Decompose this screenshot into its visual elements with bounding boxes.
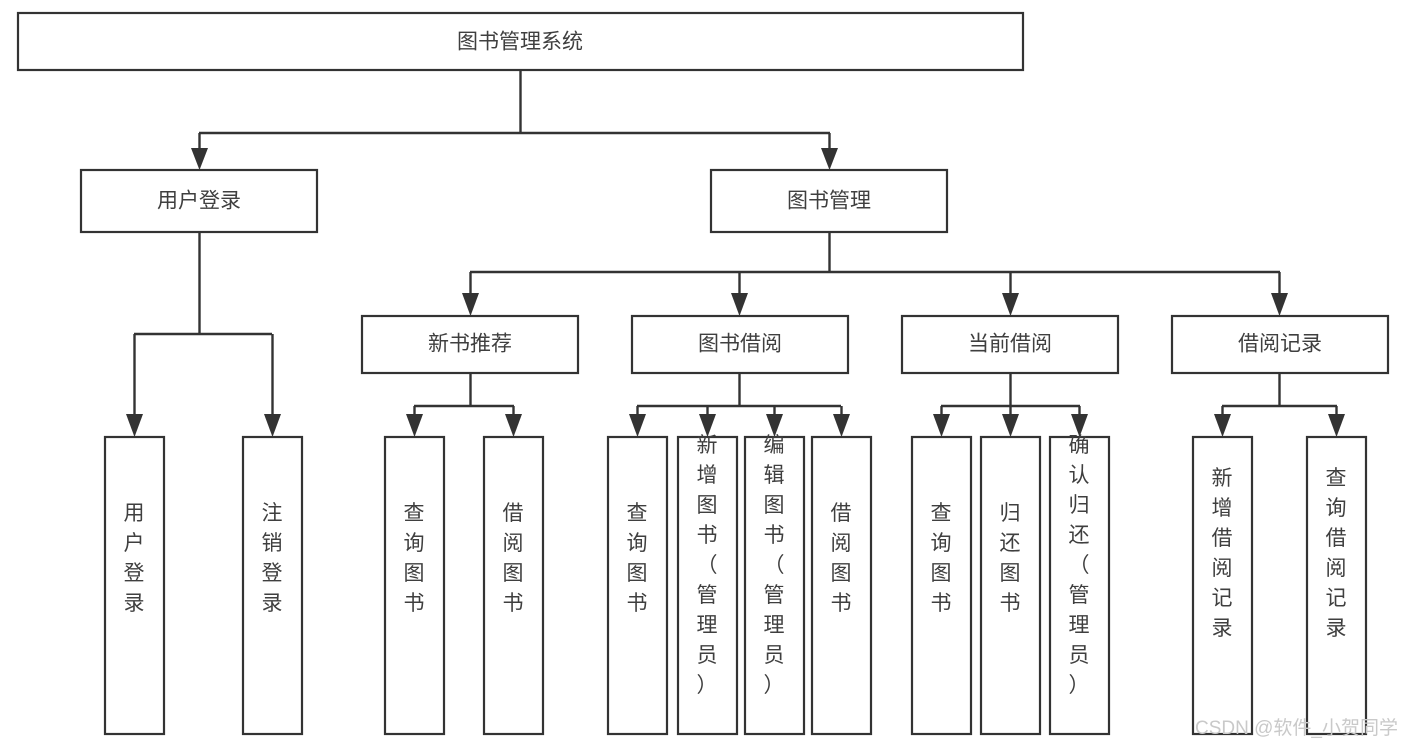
leaf-user-login-2-label: 注销登录 bbox=[262, 502, 283, 615]
leaf-borrow-record-2[interactable]: 查询借阅记录 bbox=[1305, 435, 1368, 736]
connector-group-root bbox=[191, 70, 838, 170]
leaf-book-borrow-2-label: 新增图书（管理员） bbox=[697, 434, 718, 697]
node-borrow-record[interactable]: 借阅记录 bbox=[1170, 314, 1390, 375]
arrow-head-l3-4 bbox=[1271, 293, 1288, 316]
leaf-book-borrow-4-box[interactable] bbox=[810, 435, 873, 736]
leaf-book-borrow-3-box[interactable] bbox=[743, 435, 806, 736]
node-new-book-recommend-box[interactable] bbox=[360, 314, 580, 375]
node-new-book-recommend-label: 新书推荐 bbox=[428, 333, 512, 356]
arrow-head-user-login bbox=[191, 148, 208, 170]
leaf-borrow-record-1-box[interactable] bbox=[1191, 435, 1254, 736]
node-root-box[interactable] bbox=[16, 11, 1025, 72]
leaf-current-borrow-1[interactable]: 查询图书 bbox=[910, 435, 973, 736]
leaf-current-borrow-3[interactable]: 确认归还（管理员） bbox=[1048, 434, 1111, 736]
connector-group-user-login bbox=[126, 232, 281, 437]
leaf-borrow-record-2-label: 查询借阅记录 bbox=[1326, 467, 1347, 640]
leaf-current-borrow-1-label: 查询图书 bbox=[931, 502, 952, 615]
node-book-borrow-box[interactable] bbox=[630, 314, 850, 375]
leaf-user-login-1-label: 用户登录 bbox=[124, 502, 145, 615]
connector-group-new-book bbox=[406, 373, 522, 437]
leaf-user-login-2[interactable]: 注销登录 bbox=[241, 435, 304, 736]
leaf-borrow-record-1-label: 新增借阅记录 bbox=[1212, 467, 1233, 640]
node-user-login[interactable]: 用户登录 bbox=[79, 168, 319, 234]
arrow-head-u2 bbox=[264, 414, 281, 437]
leaf-book-borrow-4[interactable]: 借阅图书 bbox=[810, 435, 873, 736]
connector-group-book-manage bbox=[462, 232, 1288, 316]
leaf-new-book-1-box[interactable] bbox=[383, 435, 446, 736]
leaf-current-borrow-2-label: 归还图书 bbox=[1000, 502, 1021, 615]
arrow-head-c1 bbox=[933, 414, 950, 437]
node-user-login-label: 用户登录 bbox=[157, 190, 241, 213]
leaf-new-book-1-label: 查询图书 bbox=[404, 502, 425, 615]
node-current-borrow-label: 当前借阅 bbox=[968, 333, 1052, 356]
leaf-user-login-1-box[interactable] bbox=[103, 435, 166, 736]
node-book-borrow-label: 图书借阅 bbox=[698, 333, 782, 356]
leaf-book-borrow-3[interactable]: 编辑图书（管理员） bbox=[743, 434, 806, 736]
leaf-user-login-1[interactable]: 用户登录 bbox=[103, 435, 166, 736]
node-current-borrow-box[interactable] bbox=[900, 314, 1120, 375]
leaf-new-book-2-box[interactable] bbox=[482, 435, 545, 736]
leaf-book-borrow-1-box[interactable] bbox=[606, 435, 669, 736]
node-book-borrow[interactable]: 图书借阅 bbox=[630, 314, 850, 375]
leaf-book-borrow-1-label: 查询图书 bbox=[627, 502, 648, 615]
csdn-watermark: CSDN @软件_小贺同学 bbox=[1195, 717, 1398, 739]
node-borrow-record-box[interactable] bbox=[1170, 314, 1390, 375]
leaf-book-borrow-4-label: 借阅图书 bbox=[831, 502, 852, 615]
node-current-borrow[interactable]: 当前借阅 bbox=[900, 314, 1120, 375]
leaf-new-book-2-label: 借阅图书 bbox=[503, 502, 524, 615]
leaf-book-borrow-3-label: 编辑图书（管理员） bbox=[764, 434, 785, 697]
leaf-borrow-record-2-box[interactable] bbox=[1305, 435, 1368, 736]
arrow-head-n1 bbox=[406, 414, 423, 437]
node-new-book-recommend[interactable]: 新书推荐 bbox=[360, 314, 580, 375]
leaf-current-borrow-2-box[interactable] bbox=[979, 435, 1042, 736]
node-borrow-record-label: 借阅记录 bbox=[1238, 333, 1322, 356]
node-root-label: 图书管理系统 bbox=[457, 31, 583, 54]
leaf-book-borrow-1[interactable]: 查询图书 bbox=[606, 435, 669, 736]
node-book-manage[interactable]: 图书管理 bbox=[709, 168, 949, 234]
leaf-borrow-record-1[interactable]: 新增借阅记录 bbox=[1191, 435, 1254, 736]
connector-group-book-borrow bbox=[629, 373, 850, 437]
node-book-manage-box[interactable] bbox=[709, 168, 949, 234]
arrow-head-r1 bbox=[1214, 414, 1231, 437]
arrow-head-l3-2 bbox=[731, 293, 748, 316]
leaf-new-book-1[interactable]: 查询图书 bbox=[383, 435, 446, 736]
arrow-head-r2 bbox=[1328, 414, 1345, 437]
leaf-current-borrow-3-box[interactable] bbox=[1048, 435, 1111, 736]
connector-group-current-borrow bbox=[933, 373, 1088, 437]
arrow-head-b2 bbox=[699, 414, 716, 437]
arrow-head-b4 bbox=[833, 414, 850, 437]
arrow-head-l3-1 bbox=[462, 293, 479, 316]
node-book-manage-label: 图书管理 bbox=[787, 190, 871, 213]
node-user-login-box[interactable] bbox=[79, 168, 319, 234]
connector-group-borrow-record bbox=[1214, 373, 1345, 437]
leaf-user-login-2-box[interactable] bbox=[241, 435, 304, 736]
arrow-head-c2 bbox=[1002, 414, 1019, 437]
arrow-head-l3-3 bbox=[1002, 293, 1019, 316]
arrow-head-book-manage bbox=[821, 148, 838, 170]
leaf-book-borrow-2[interactable]: 新增图书（管理员） bbox=[676, 434, 739, 736]
leaf-book-borrow-2-box[interactable] bbox=[676, 435, 739, 736]
arrow-head-b3 bbox=[766, 414, 783, 437]
node-root[interactable]: 图书管理系统 bbox=[16, 11, 1025, 72]
leaf-current-borrow-3-label: 确认归还（管理员） bbox=[1069, 434, 1090, 697]
arrow-head-b1 bbox=[629, 414, 646, 437]
leaf-new-book-2[interactable]: 借阅图书 bbox=[482, 435, 545, 736]
leaf-current-borrow-1-box[interactable] bbox=[910, 435, 973, 736]
arrow-head-n2 bbox=[505, 414, 522, 437]
arrow-head-c3 bbox=[1071, 414, 1088, 437]
leaf-current-borrow-2[interactable]: 归还图书 bbox=[979, 435, 1042, 736]
arrow-head-u1 bbox=[126, 414, 143, 437]
